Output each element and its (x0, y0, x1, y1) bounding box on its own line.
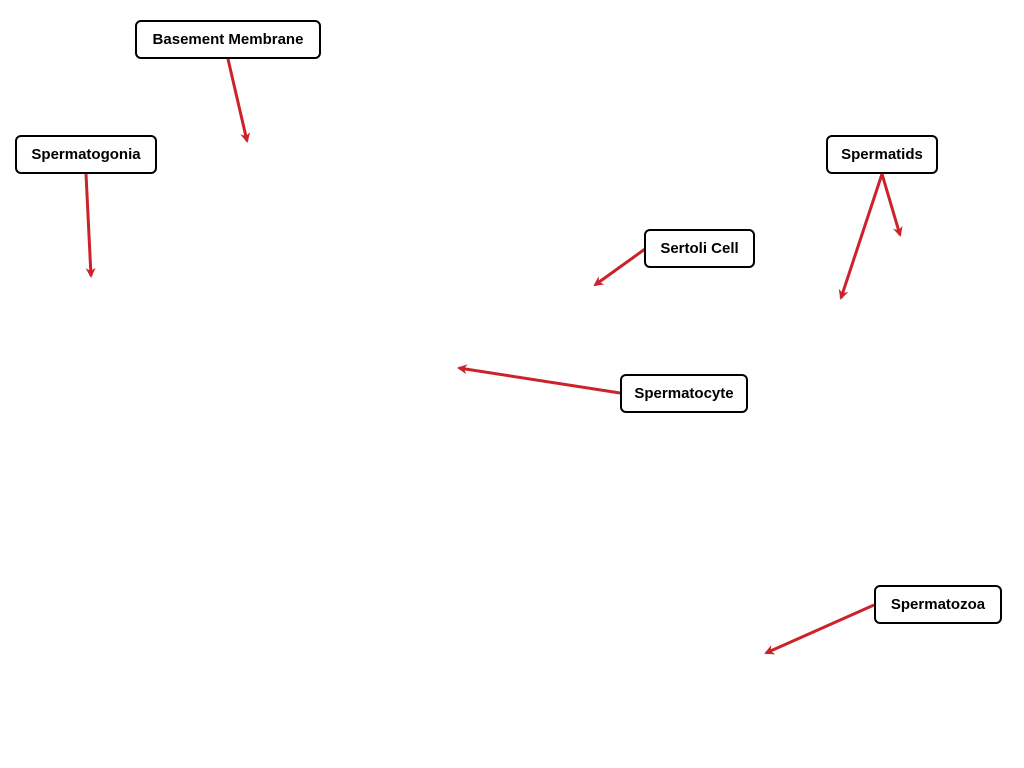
label-spermatogonia: Spermatogonia (15, 135, 157, 174)
label-spermatids: Spermatids (826, 135, 938, 174)
arrow-sertoli-cell (593, 247, 646, 287)
arrow-spermatocyte (457, 364, 621, 395)
arrow-basement-membrane (226, 58, 251, 143)
arrow-spermatozoa (764, 603, 875, 655)
label-basement-membrane: Basement Membrane (135, 20, 321, 59)
label-spermatozoa: Spermatozoa (874, 585, 1002, 624)
arrow-spermatids-1 (838, 173, 884, 300)
arrow-spermatogonia (84, 173, 96, 278)
arrow-spermatids-2 (880, 173, 903, 237)
label-sertoli-cell: Sertoli Cell (644, 229, 755, 268)
label-spermatocyte: Spermatocyte (620, 374, 748, 413)
